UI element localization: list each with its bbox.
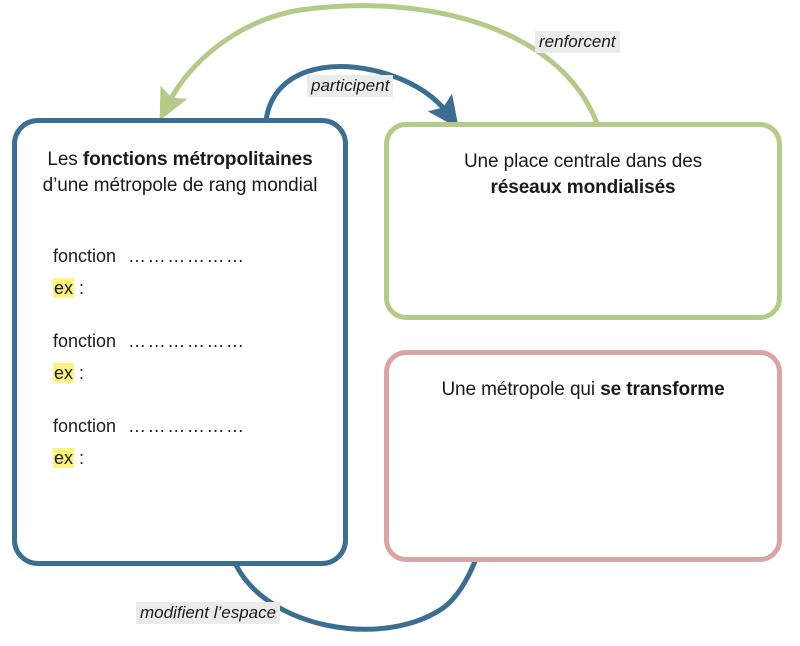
- node-metropole-se-transforme[interactable]: Une métropole qui se transforme: [384, 350, 782, 562]
- fonction-line: fonction ………………: [53, 243, 343, 269]
- node-fonctions-title-bold: fonctions métropolitaines: [82, 149, 313, 170]
- ex-highlight: ex: [53, 278, 75, 298]
- edge-label-participent: participent: [307, 75, 394, 97]
- node-fonctions-title-rest: d’une métropole de rang mondial: [42, 175, 318, 196]
- fonction-label: fonction: [53, 331, 117, 351]
- list-item[interactable]: fonction ……………… ex :: [53, 328, 343, 386]
- node-reseaux-title-lead: Une place centrale dans des: [463, 151, 703, 172]
- ex-colon: :: [74, 448, 85, 468]
- arrow-renforcent: [159, 3, 599, 124]
- fonction-dots: ………………: [128, 246, 246, 266]
- fonction-label: fonction: [53, 246, 117, 266]
- fonction-dots: ………………: [128, 331, 246, 351]
- node-reseaux-title: Une place centrale dans des réseaux mond…: [429, 149, 737, 201]
- node-reseaux-title-bold: réseaux mondialisés: [490, 177, 676, 198]
- fonction-dots: ………………: [128, 416, 246, 436]
- ex-highlight: ex: [53, 363, 75, 383]
- fonction-example: ex :: [53, 360, 343, 386]
- fonction-example: ex :: [53, 275, 343, 301]
- edge-label-renforcent: renforcent: [535, 31, 620, 53]
- edge-label-modifient-l-espace: modifient l’espace: [136, 602, 281, 624]
- node-transforme-title-bold: se transforme: [600, 379, 725, 400]
- list-item[interactable]: fonction ……………… ex :: [53, 243, 343, 301]
- fonction-example: ex :: [53, 445, 343, 471]
- node-reseaux-mondialises[interactable]: Une place centrale dans des réseaux mond…: [384, 122, 782, 320]
- list-item[interactable]: fonction ……………… ex :: [53, 413, 343, 471]
- ex-highlight: ex: [53, 448, 75, 468]
- node-fonctions-title-lead: Les: [47, 149, 83, 170]
- ex-colon: :: [74, 278, 85, 298]
- fonction-label: fonction: [53, 416, 117, 436]
- fonction-list: fonction……………… ex : fonction……………… ex : …: [17, 243, 343, 471]
- node-fonctions-metropolitaines[interactable]: Les fonctions métropolitaines d’une métr…: [12, 118, 348, 566]
- fonction-line: fonction ………………: [53, 328, 343, 354]
- fonction-line: fonction ………………: [53, 413, 343, 439]
- ex-colon: :: [74, 363, 85, 383]
- node-fonctions-title: Les fonctions métropolitaines d’une métr…: [39, 147, 321, 199]
- node-transforme-title-lead: Une métropole qui: [441, 379, 601, 400]
- node-transforme-title: Une métropole qui se transforme: [429, 377, 737, 403]
